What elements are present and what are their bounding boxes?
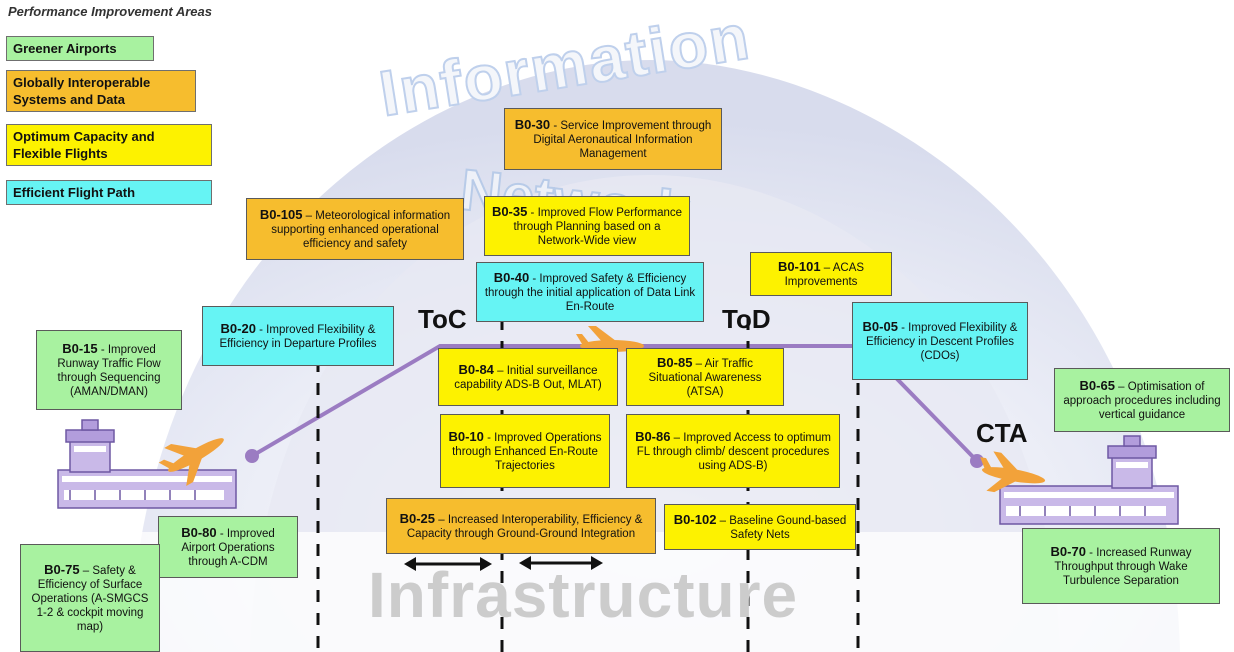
module-code: B0-84 bbox=[458, 361, 494, 377]
module-b0-20: B0-20 - Improved Flexibility & Efficienc… bbox=[202, 306, 394, 366]
range-arrow-right bbox=[519, 556, 603, 570]
module-code: B0-15 bbox=[62, 340, 98, 356]
module-b0-05: B0-05 - Improved Flexibility & Efficienc… bbox=[852, 302, 1028, 380]
module-separator: – bbox=[1114, 380, 1128, 393]
module-text: Improved Access to optimum FL through cl… bbox=[636, 431, 831, 472]
module-code: B0-102 bbox=[673, 511, 717, 527]
module-b0-101: B0-101 – ACAS Improvements bbox=[750, 252, 892, 296]
module-text: Improved Flexibility & Efficiency in Dep… bbox=[219, 323, 377, 350]
module-separator: - bbox=[255, 323, 267, 336]
module-code: B0-30 bbox=[514, 116, 551, 132]
module-b0-70: B0-70 - Increased Runway Throughput thro… bbox=[1022, 528, 1220, 604]
module-separator: - bbox=[527, 206, 538, 219]
module-text: ACAS Improvements bbox=[784, 261, 865, 288]
module-code: B0-20 bbox=[220, 320, 256, 336]
module-code: B0-86 bbox=[635, 428, 671, 444]
module-b0-10: B0-10 - Improved Operations through Enha… bbox=[440, 414, 610, 488]
module-text: Service Improvement through Digital Aero… bbox=[533, 119, 712, 160]
range-arrow-left bbox=[404, 557, 492, 571]
module-b0-30: B0-30 - Service Improvement through Digi… bbox=[504, 108, 722, 170]
arrival-airport-icon bbox=[999, 435, 1179, 525]
module-b0-80: B0-80 - Improved Airport Operations thro… bbox=[158, 516, 298, 578]
module-text: Increased Interoperability, Efficiency &… bbox=[406, 513, 643, 540]
module-code: B0-105 bbox=[259, 206, 303, 222]
module-separator: – bbox=[820, 261, 833, 274]
module-code: B0-75 bbox=[44, 561, 80, 577]
module-b0-84: B0-84 – Initial surveillance capability … bbox=[438, 348, 618, 406]
module-separator: – bbox=[79, 564, 93, 577]
legend-optimum-capacity: Optimum Capacity and Flexible Flights bbox=[6, 124, 212, 166]
module-text: Meteorological information supporting en… bbox=[271, 209, 451, 250]
departure-point bbox=[245, 449, 259, 463]
module-b0-65: B0-65 – Optimisation of approach procedu… bbox=[1054, 368, 1230, 432]
legend-greener-airports: Greener Airports bbox=[6, 36, 154, 61]
module-separator: – bbox=[692, 357, 705, 370]
module-separator: – bbox=[435, 513, 448, 526]
module-b0-15: B0-15 - Improved Runway Traffic Flow thr… bbox=[36, 330, 182, 410]
module-b0-75: B0-75 – Safety & Efficiency of Surface O… bbox=[20, 544, 160, 652]
departure-airport-icon bbox=[57, 419, 237, 509]
module-text: Air Traffic Situational Awareness (ATSA) bbox=[648, 357, 762, 398]
module-b0-86: B0-86 – Improved Access to optimum FL th… bbox=[626, 414, 840, 488]
module-text: Baseline Gound-based Safety Nets bbox=[729, 514, 847, 541]
module-text: Safety & Efficiency of Surface Operation… bbox=[31, 564, 149, 633]
module-separator: - bbox=[1085, 546, 1097, 559]
module-text: Optimisation of approach procedures incl… bbox=[1063, 380, 1221, 421]
module-text: Improved Operations through Enhanced En-… bbox=[452, 431, 602, 472]
arriving-airplane-icon bbox=[980, 451, 1046, 493]
legend-interoperable-systems: Globally Interoperable Systems and Data bbox=[6, 70, 196, 112]
module-text: Initial surveillance capability ADS-B Ou… bbox=[454, 364, 602, 391]
flight-path-line bbox=[250, 344, 979, 463]
legend-title: Performance Improvement Areas bbox=[8, 4, 212, 19]
module-code: B0-80 bbox=[181, 524, 217, 540]
toc-label: ToC bbox=[418, 304, 467, 334]
module-b0-40: B0-40 - Improved Safety & Efficiency thr… bbox=[476, 262, 704, 322]
module-b0-102: B0-102 – Baseline Gound-based Safety Net… bbox=[664, 504, 856, 550]
module-code: B0-05 bbox=[862, 318, 898, 334]
module-b0-25: B0-25 – Increased Interoperability, Effi… bbox=[386, 498, 656, 554]
module-code: B0-85 bbox=[657, 354, 693, 370]
infrastructure-watermark: Infrastructure bbox=[368, 559, 799, 631]
module-separator: – bbox=[670, 431, 684, 444]
module-code: B0-35 bbox=[491, 203, 528, 219]
module-code: B0-101 bbox=[777, 258, 821, 274]
module-text: Improved Runway Traffic Flow through Seq… bbox=[57, 343, 161, 398]
tod-label: ToD bbox=[722, 304, 771, 334]
module-text: Improved Flow Performance through Planni… bbox=[513, 206, 683, 247]
cta-label: CTA bbox=[976, 418, 1028, 448]
module-b0-35: B0-35 - Improved Flow Performance throug… bbox=[484, 196, 690, 256]
module-text: Increased Runway Throughput through Wake… bbox=[1054, 546, 1192, 587]
module-separator: – bbox=[302, 209, 316, 222]
module-separator: – bbox=[493, 364, 507, 377]
module-separator: – bbox=[716, 514, 730, 527]
module-b0-105: B0-105 – Meteorological information supp… bbox=[246, 198, 464, 260]
module-separator: - bbox=[529, 272, 540, 285]
module-b0-85: B0-85 – Air Traffic Situational Awarenes… bbox=[626, 348, 784, 406]
departing-airplane-icon bbox=[158, 438, 224, 487]
module-text: Improved Safety & Efficiency through the… bbox=[484, 272, 696, 313]
legend-efficient-flight-path: Efficient Flight Path bbox=[6, 180, 212, 205]
module-text: Improved Airport Operations through A-CD… bbox=[181, 527, 275, 568]
module-separator: - bbox=[216, 527, 227, 540]
module-code: B0-65 bbox=[1079, 377, 1115, 393]
module-separator: - bbox=[550, 119, 561, 132]
module-separator: - bbox=[97, 343, 108, 356]
module-code: B0-40 bbox=[493, 269, 530, 285]
module-code: B0-70 bbox=[1050, 543, 1086, 559]
module-code: B0-10 bbox=[448, 428, 484, 444]
module-code: B0-25 bbox=[399, 510, 436, 526]
module-text: Improved Flexibility & Efficiency in Des… bbox=[865, 321, 1018, 362]
module-separator: - bbox=[483, 431, 495, 444]
module-separator: - bbox=[897, 321, 909, 334]
